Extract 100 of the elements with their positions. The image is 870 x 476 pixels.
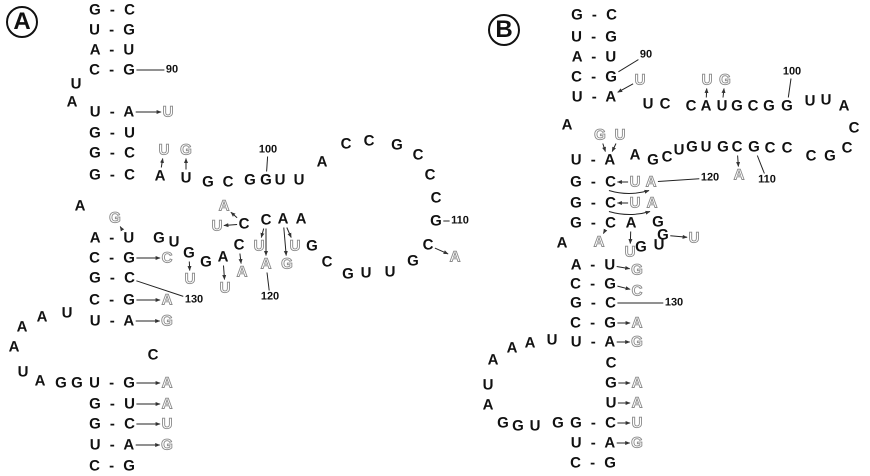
nucleotide-letter: G bbox=[717, 140, 729, 154]
base-pair-label: C - G bbox=[89, 292, 135, 308]
nucleotide-letter: C bbox=[686, 98, 696, 114]
base-pair-label: G - C bbox=[570, 174, 616, 190]
arrow bbox=[136, 402, 161, 406]
nucleotide-letter: C bbox=[782, 140, 792, 156]
outlined-nucleotide-letter: A bbox=[162, 396, 172, 412]
panel-label: B bbox=[488, 14, 520, 46]
base-pair-label: G - C bbox=[571, 8, 617, 22]
arrow bbox=[704, 88, 708, 98]
nucleotide-letter: A bbox=[506, 340, 518, 356]
outlined-nucleotide-letter: A bbox=[734, 168, 744, 182]
base-pair-label: U - A bbox=[90, 314, 134, 328]
arrow bbox=[136, 298, 161, 302]
base-pair-label: G - C bbox=[89, 168, 135, 182]
base-pair-label: G - C bbox=[570, 196, 616, 210]
nucleotide-letter: G bbox=[183, 246, 195, 260]
nucleotide-letter: C bbox=[748, 98, 758, 114]
nucleotide-letter: G bbox=[731, 98, 743, 114]
nucleotide-letter: C bbox=[660, 96, 670, 112]
nucleotide-letter: A bbox=[316, 154, 328, 170]
panel-label: A bbox=[6, 6, 38, 38]
nucleotide-letter: G bbox=[497, 416, 509, 430]
nucleotide-letter: A bbox=[218, 250, 228, 264]
arrow bbox=[602, 143, 606, 152]
outlined-nucleotide-letter: G bbox=[631, 334, 643, 350]
nucleotide-letter: G bbox=[781, 98, 793, 114]
outlined-nucleotide-letter: A bbox=[646, 196, 658, 210]
nucleotide-letter: G bbox=[153, 230, 165, 246]
arrow bbox=[188, 261, 192, 271]
nucleotide-letter: A bbox=[8, 340, 20, 354]
arrow bbox=[434, 248, 449, 254]
outlined-nucleotide-letter: G bbox=[161, 314, 173, 328]
outlined-nucleotide-letter: A bbox=[594, 234, 604, 250]
nucleotide-letter: C bbox=[848, 120, 860, 136]
base-pair-label: C - G bbox=[89, 62, 135, 78]
arrow bbox=[618, 381, 631, 385]
leader-line bbox=[266, 272, 270, 291]
leader-line bbox=[136, 280, 184, 297]
arrow bbox=[120, 226, 124, 232]
outlined-nucleotide-letter: C bbox=[632, 284, 642, 298]
nucleotide-letter: C bbox=[764, 140, 776, 156]
nucleotide-letter: C bbox=[364, 134, 374, 148]
nucleotide-letter: G bbox=[647, 152, 659, 168]
nucleotide-letter: C bbox=[732, 140, 742, 154]
nucleotide-letter: G bbox=[342, 266, 354, 282]
arrow bbox=[616, 180, 629, 184]
nucleotide-letter: U bbox=[482, 378, 494, 392]
arrow bbox=[616, 266, 630, 270]
outlined-nucleotide-letter: A bbox=[236, 264, 248, 280]
base-pair-label: A - U bbox=[90, 230, 134, 246]
nucleotide-letter: G bbox=[686, 140, 698, 154]
arrow bbox=[628, 231, 632, 244]
arrow bbox=[230, 212, 238, 218]
nucleotide-letter: G bbox=[763, 98, 775, 114]
position-number: 130 bbox=[184, 294, 204, 306]
outlined-nucleotide-letter: A bbox=[632, 376, 642, 390]
outlined-nucleotide-letter: A bbox=[162, 292, 172, 308]
nucleotide-letter: U bbox=[700, 140, 712, 154]
base-pair-label: G - C bbox=[89, 416, 135, 432]
arrow bbox=[616, 340, 630, 344]
nucleotide-letter: A bbox=[482, 398, 494, 412]
arrow bbox=[264, 228, 268, 256]
nucleotide-letter: C bbox=[422, 238, 434, 252]
nucleotide-letter: U bbox=[530, 418, 540, 434]
position-number: 130 bbox=[664, 298, 684, 308]
leader-line bbox=[756, 155, 765, 174]
nucleotide-letter: C bbox=[662, 150, 672, 164]
base-pair-label: C - G bbox=[570, 316, 616, 330]
base-pair-label: U - G bbox=[571, 30, 617, 44]
nucleotide-letter: U bbox=[70, 76, 82, 92]
arrow bbox=[135, 110, 162, 114]
arrow bbox=[722, 88, 726, 98]
position-number: 120 bbox=[700, 172, 720, 184]
nucleotide-letter: U bbox=[360, 266, 372, 280]
nucleotide-letter: C bbox=[606, 356, 616, 370]
nucleotide-letter: G bbox=[71, 376, 83, 390]
nucleotide-letter: U bbox=[168, 234, 180, 250]
leader-line bbox=[616, 302, 664, 304]
nucleotide-letter: G bbox=[55, 376, 67, 390]
outlined-nucleotide-letter: G bbox=[594, 128, 606, 142]
nucleotide-letter: A bbox=[838, 98, 850, 114]
nucleotide-letter: U bbox=[294, 172, 304, 188]
outlined-nucleotide-letter: U bbox=[212, 218, 222, 234]
nucleotide-letter: G bbox=[200, 254, 212, 270]
outlined-nucleotide-letter: C bbox=[162, 250, 172, 266]
base-pair-label: G - C bbox=[570, 216, 616, 230]
curved-arrow bbox=[608, 210, 650, 215]
arrow bbox=[616, 321, 631, 325]
nucleotide-letter: U bbox=[180, 170, 192, 186]
nucleotide-letter: G bbox=[824, 148, 836, 164]
nucleotide-letter: A bbox=[74, 198, 86, 214]
nucleotide-letter: C bbox=[424, 168, 436, 182]
outlined-nucleotide-letter: U bbox=[632, 416, 642, 430]
nucleotide-letter: C bbox=[842, 140, 852, 156]
outlined-nucleotide-letter: U bbox=[702, 72, 712, 88]
nucleotide-letter: U bbox=[62, 306, 72, 320]
base-pair-label: C - G bbox=[570, 276, 616, 292]
nucleotide-letter: A bbox=[556, 236, 568, 250]
nucleotide-letter: A bbox=[630, 148, 640, 162]
